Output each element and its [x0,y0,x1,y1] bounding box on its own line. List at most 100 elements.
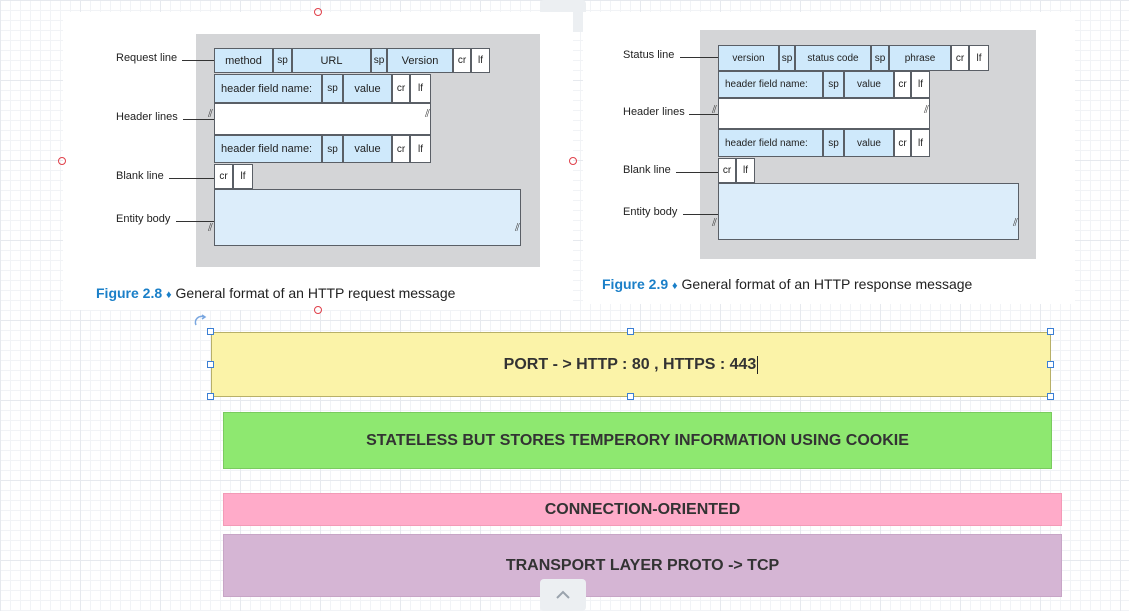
request-break-mark: ⫽ [425,108,430,120]
response-header-sp-cell: sp [823,71,844,98]
selection-handle-s[interactable] [627,393,634,400]
selection-handle-e[interactable] [1047,361,1054,368]
request-header-lf-cell: lf [410,74,431,103]
response-header-lf-cell: lf [911,129,930,157]
text-cursor [757,355,759,374]
response-version-cell: version [718,45,779,71]
request-version-cell: Version [387,48,453,73]
request-cr1-cell: cr [453,48,471,73]
request-url-cell: URL [292,48,371,73]
blank-line-leader [676,172,718,173]
blank-line-leader [169,178,214,179]
http-request-figure[interactable]: method sp URL sp Version cr lf header fi… [63,12,573,310]
caption-text: General format of an HTTP response messa… [681,276,973,292]
selection-handle-n[interactable] [627,328,634,335]
entity-body-label: Entity body [623,206,678,218]
response-break-mark: ⫽ [712,217,717,229]
response-header-name-cell: header field name: [718,129,823,157]
status-line-label: Status line [623,49,675,61]
request-line-label: Request line [116,52,178,64]
entity-body-leader [176,221,214,222]
response-break-mark: ⫽ [1013,217,1018,229]
selection-handle-w[interactable] [207,361,214,368]
response-header-value-cell: value [844,71,894,98]
caption-figure-number: Figure 2.9 [602,276,669,292]
request-sp1-cell: sp [273,48,292,73]
request-header-value-cell: value [343,135,392,163]
rotate-handle[interactable] [192,313,208,329]
connection-point[interactable] [314,306,322,314]
response-entity-body-area [718,183,1019,240]
response-figure-caption: Figure 2.9 ♦ General format of an HTTP r… [602,276,972,292]
header-lines-label: Header lines [623,106,685,118]
caption-text: General format of an HTTP request messag… [175,285,456,301]
request-blank-cr-cell: cr [214,164,233,189]
connection-oriented-note-text: CONNECTION-ORIENTED [544,500,741,518]
response-blank-lf-cell: lf [736,158,755,183]
status-line-leader [680,57,718,58]
request-header-sp-cell: sp [322,135,343,163]
transport-layer-note-text: TRANSPORT LAYER PROTO -> TCP [505,556,780,574]
entity-body-label: Entity body [116,213,171,225]
response-header-cr-cell: cr [894,71,911,98]
request-entity-body-area [214,189,521,246]
response-sp2-cell: sp [871,45,889,71]
selection-handle-sw[interactable] [207,393,214,400]
request-header-name-cell: header field name: [214,74,322,103]
port-note-text[interactable]: PORT - > HTTP : 80 , HTTPS : 443 [503,355,757,373]
request-header-cr-cell: cr [392,135,410,163]
request-header-name-cell: header field name: [214,135,322,163]
chevron-up-icon [556,590,570,599]
connection-point[interactable] [569,157,577,165]
response-header-cr-cell: cr [894,129,911,157]
connection-point[interactable] [314,8,322,16]
response-blank-cr-cell: cr [718,158,736,183]
response-header-value-cell: value [844,129,894,157]
stateless-note-text: STATELESS BUT STORES TEMPERORY INFORMATI… [366,431,909,449]
caption-separator: ♦ [166,289,172,301]
response-header-name-cell: header field name: [718,71,823,98]
request-break-mark: ⫽ [515,222,520,234]
header-lines-label: Header lines [116,111,178,123]
selection-handle-nw[interactable] [207,328,214,335]
selection-handle-ne[interactable] [1047,328,1054,335]
blank-line-label: Blank line [623,164,671,176]
response-header-lf-cell: lf [911,71,930,98]
connection-point[interactable] [58,157,66,165]
port-note-shape[interactable]: PORT - > HTTP : 80 , HTTPS : 443 [211,332,1051,397]
transport-layer-note-shape[interactable]: TRANSPORT LAYER PROTO -> TCP [223,534,1062,597]
response-header-sp-cell: sp [823,129,844,157]
request-sp2-cell: sp [371,48,387,73]
caption-separator: ♦ [672,280,678,292]
request-header-lf-cell: lf [410,135,431,163]
blank-line-label: Blank line [116,170,164,182]
request-header-sp-cell: sp [322,74,343,103]
response-lf1-cell: lf [969,45,989,71]
response-phrase-cell: phrase [889,45,951,71]
response-status-code-cell: status code [795,45,871,71]
entity-body-leader [683,214,718,215]
header-lines-leader [183,119,214,120]
nav-down-button[interactable] [540,579,586,611]
response-cr1-cell: cr [951,45,969,71]
header-lines-leader [689,114,718,115]
caption-figure-number: Figure 2.8 [96,285,163,301]
request-method-cell: method [214,48,273,73]
response-break-mark: ⫽ [924,104,929,116]
request-figure-caption: Figure 2.8 ♦ General format of an HTTP r… [96,285,455,301]
request-blank-lf-cell: lf [233,164,253,189]
request-header-value-cell: value [343,74,392,103]
request-break-mark: ⫽ [208,108,213,120]
request-lf1-cell: lf [471,48,490,73]
request-line-leader [182,60,214,61]
response-header-lines-area [718,98,930,129]
response-break-mark: ⫽ [712,104,717,116]
selection-handle-se[interactable] [1047,393,1054,400]
stateless-note-shape[interactable]: STATELESS BUT STORES TEMPERORY INFORMATI… [223,412,1052,469]
rotate-icon [194,314,207,326]
http-response-figure[interactable]: version sp status code sp phrase cr lf h… [583,12,1075,304]
request-header-cr-cell: cr [392,74,410,103]
response-sp1-cell: sp [779,45,795,71]
connection-oriented-note-shape[interactable]: CONNECTION-ORIENTED [223,493,1062,526]
request-break-mark: ⫽ [208,222,213,234]
